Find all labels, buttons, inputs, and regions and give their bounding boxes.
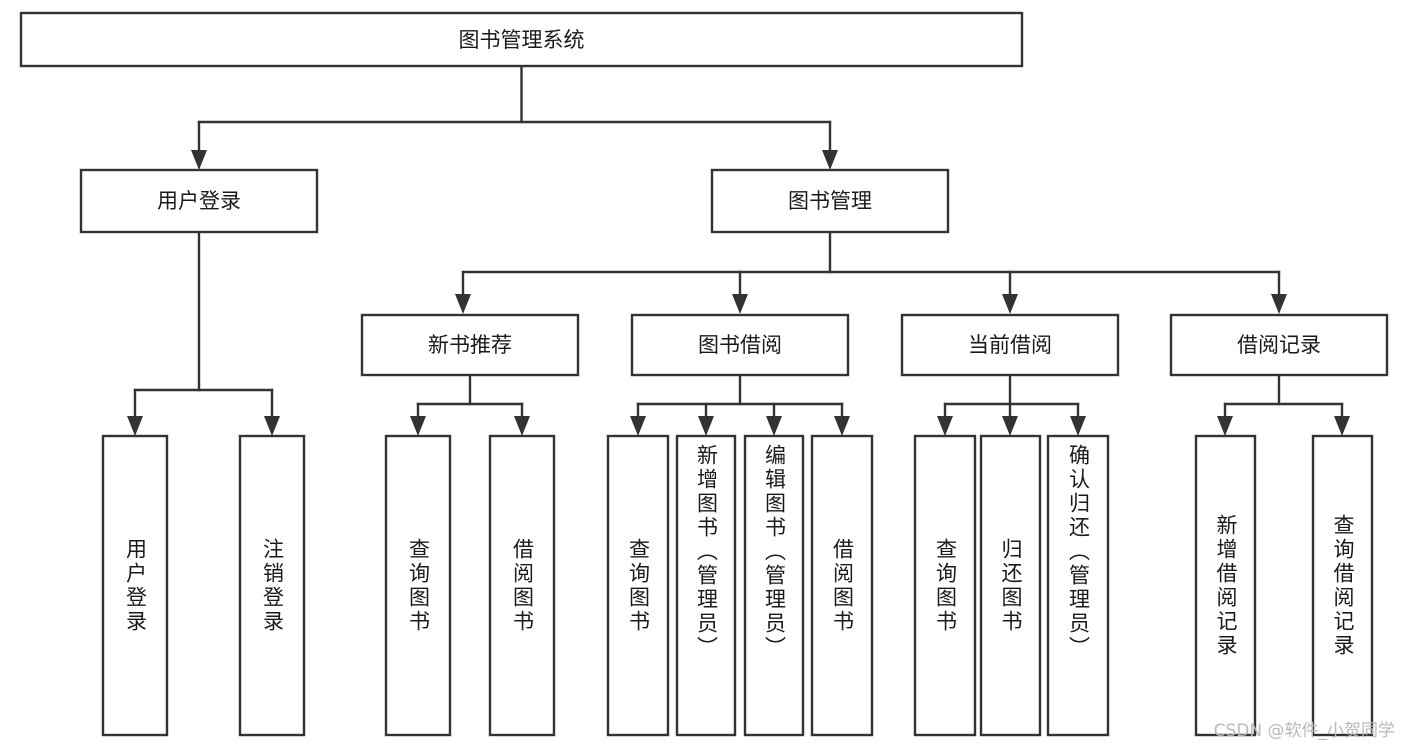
arrow-to-book-borrow [732,294,748,314]
node-new-book-label: 新书推荐 [428,333,512,357]
arrow-borrow-records-leaf-2 [1334,416,1350,436]
arrow-to-current-borrow [1002,294,1018,314]
leaf-user-login-2[interactable] [238,434,306,737]
arrow-current-borrow-leaf-1 [937,416,953,436]
leaf-book-borrow-3[interactable] [743,434,805,737]
node-book-borrow[interactable] [630,313,850,377]
node-new-book[interactable] [360,313,580,377]
nodes-group: 图书管理系统 用户登录 图书管理 新书推荐 图书借阅 当前借阅 借阅记录 [19,11,1389,737]
node-borrow-records[interactable] [1169,313,1389,377]
arrow-book-borrow-leaf-2 [698,416,714,436]
leaf-current-borrow-1[interactable] [913,434,977,737]
arrow-to-borrow-records [1271,294,1287,314]
node-root[interactable] [19,11,1024,68]
arrow-to-book-manage [822,150,838,170]
node-borrow-records-label: 借阅记录 [1237,333,1321,357]
edges-group [127,64,1350,436]
arrow-user-login-leaf-1 [127,416,143,436]
node-root-label: 图书管理系统 [459,28,585,52]
node-user-login-label: 用户登录 [157,189,241,213]
node-current-borrow[interactable] [900,313,1120,377]
arrow-book-borrow-leaf-3 [766,416,782,436]
arrow-new-book-leaf-1 [410,416,426,436]
arrow-to-user-login [191,150,207,170]
arrow-new-book-leaf-2 [514,416,530,436]
arrow-current-borrow-leaf-3 [1070,416,1086,436]
node-book-borrow-label: 图书借阅 [698,333,782,357]
leaf-borrow-records-2[interactable] [1311,434,1374,737]
arrow-to-new-book [455,294,471,314]
leaf-book-borrow-2[interactable] [675,434,737,737]
node-user-login[interactable] [79,168,319,234]
arrow-current-borrow-leaf-2 [1002,416,1018,436]
leaf-new-book-1[interactable] [384,434,452,737]
leaf-borrow-records-1[interactable] [1194,434,1257,737]
arrow-book-borrow-leaf-1 [630,416,646,436]
leaf-book-borrow-4[interactable] [810,434,874,737]
leaf-current-borrow-2[interactable] [979,434,1042,737]
arrow-book-borrow-leaf-4 [834,416,850,436]
leaf-book-borrow-1[interactable] [606,434,670,737]
node-book-manage-label: 图书管理 [788,189,872,213]
arrow-borrow-records-leaf-1 [1217,416,1233,436]
leaf-user-login-1[interactable] [101,434,169,737]
leaf-new-book-2[interactable] [488,434,556,737]
node-current-borrow-label: 当前借阅 [968,333,1052,357]
watermark-text: CSDN @软件_小贺同学 [1213,721,1395,741]
arrow-user-login-leaf-2 [264,416,280,436]
leaf-current-borrow-3[interactable] [1046,434,1110,737]
node-book-manage[interactable] [710,168,950,234]
